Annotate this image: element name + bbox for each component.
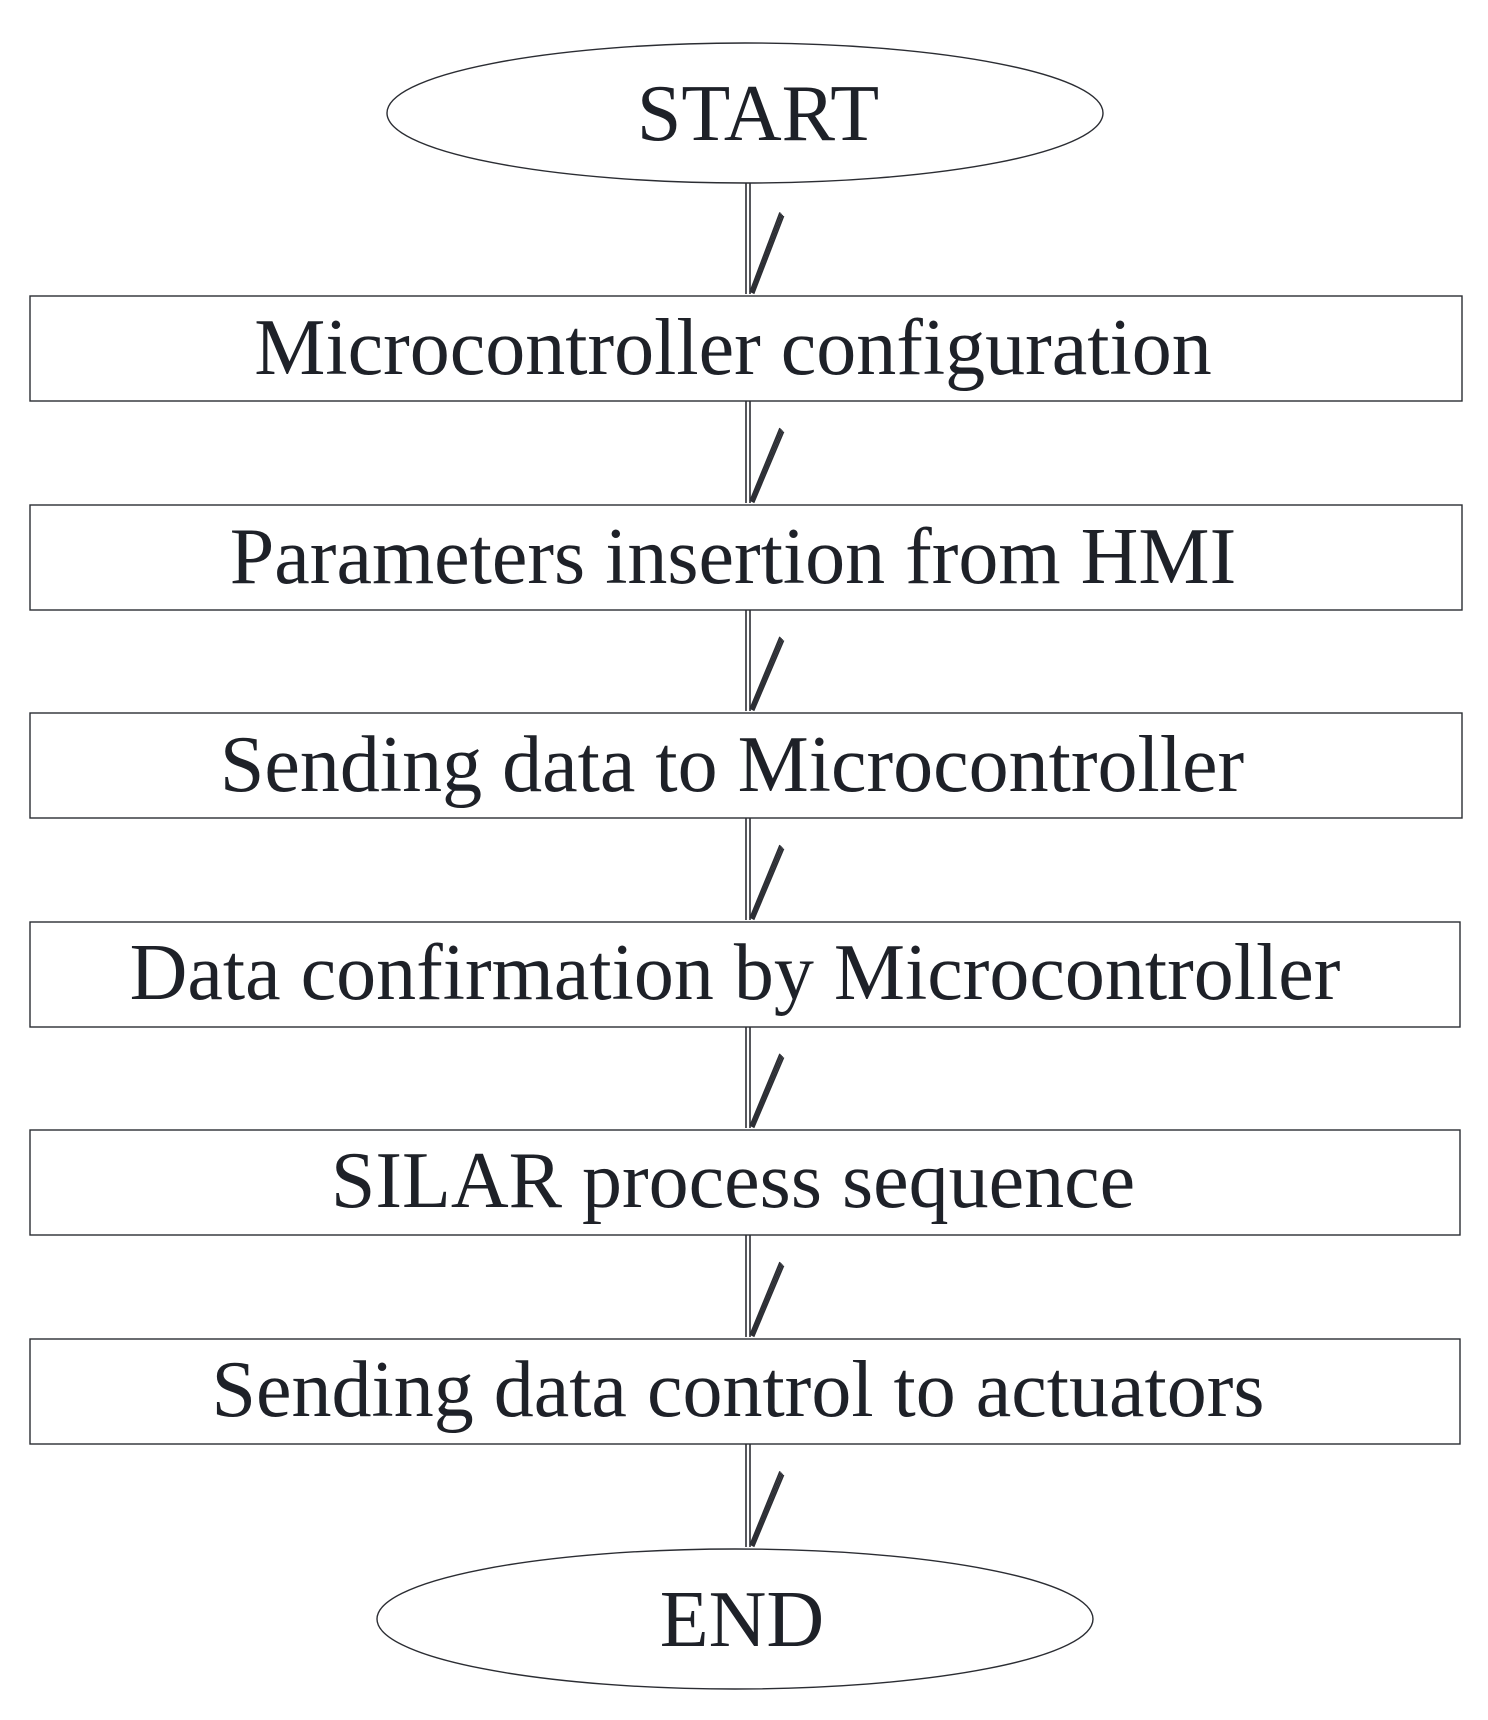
- process-step-4: Data confirmation by Microcontroller: [29, 921, 1461, 1028]
- step-4-label: Data confirmation by Microcontroller: [130, 929, 1341, 1017]
- process-step-5: SILAR process sequence: [29, 1129, 1461, 1236]
- connector-arrow-6: [745, 1235, 785, 1338]
- step-1-label: Microcontroller configuration: [254, 304, 1211, 392]
- connector-arrow-7: [745, 1444, 785, 1548]
- end-terminal: END: [376, 1548, 1094, 1690]
- start-terminal: START: [386, 42, 1104, 184]
- process-step-1: Microcontroller configuration: [29, 295, 1463, 402]
- connector-arrow-4: [745, 818, 785, 921]
- connector-arrows: [745, 183, 785, 1548]
- connector-arrow-3: [745, 610, 785, 712]
- connector-arrow-2: [745, 401, 785, 504]
- start-label: START: [637, 70, 879, 158]
- step-6-label: Sending data control to actuators: [211, 1346, 1264, 1434]
- step-3-label: Sending data to Microcontroller: [220, 721, 1244, 809]
- process-step-3: Sending data to Microcontroller: [29, 712, 1463, 819]
- process-step-6: Sending data control to actuators: [29, 1338, 1461, 1445]
- process-step-2: Parameters insertion from HMI: [29, 504, 1463, 611]
- connector-arrow-5: [745, 1027, 785, 1129]
- end-label: END: [660, 1576, 824, 1664]
- step-5-label: SILAR process sequence: [331, 1137, 1135, 1225]
- connector-arrow-1: [745, 183, 785, 295]
- step-2-label: Parameters insertion from HMI: [230, 513, 1236, 601]
